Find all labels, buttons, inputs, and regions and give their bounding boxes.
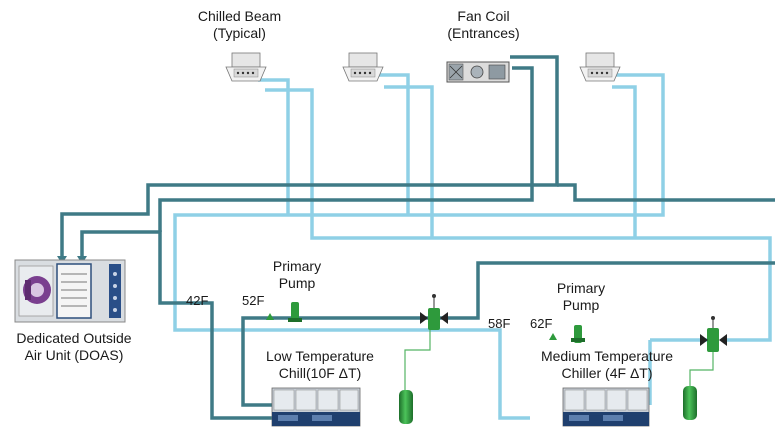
low-temperature-pipes <box>60 55 775 420</box>
primary-pump-medium-label-line2: Pump <box>562 297 600 313</box>
expansion-tank-medium <box>683 386 697 420</box>
primary-pump-low-label-line1: Primary <box>272 258 322 274</box>
low-temp-chiller-label-line2: Chill(10F ΔT) <box>278 365 362 381</box>
expansion-tank-lines <box>404 330 714 392</box>
primary-pump-low-label: Primary Pump <box>262 258 332 292</box>
med-temp-chiller-label: Medium Temperature Chiller (4F ΔT) <box>532 348 682 382</box>
secondary-pump-low <box>420 294 448 330</box>
medium-temperature-chiller <box>562 387 650 427</box>
primary-pump-medium-label-line1: Primary <box>556 280 606 296</box>
low-temperature-chiller <box>271 387 361 427</box>
low-return-temperature: 52F <box>242 293 265 308</box>
med-supply-temperature: 58F <box>488 316 511 331</box>
fan-coil-label-line1: Fan Coil <box>457 8 510 24</box>
primary-pump-low <box>266 302 302 322</box>
chilled-beam-3 <box>579 52 621 82</box>
primary-pump-medium-label: Primary Pump <box>546 280 616 314</box>
med-temp-chiller-label-line2: Chiller (4F ΔT) <box>561 365 653 381</box>
expansion-tank-low <box>399 390 413 424</box>
chilled-beam-label-line1: Chilled Beam <box>197 8 282 24</box>
doas-label-line2: Air Unit (DOAS) <box>24 347 124 363</box>
chilled-beam-label-line2: (Typical) <box>213 25 266 41</box>
low-supply-temperature: 42F <box>186 293 209 308</box>
fan-coil-label: Fan Coil (Entrances) <box>436 8 531 42</box>
fan-coil-unit <box>446 61 510 83</box>
chilled-beam-label: Chilled Beam (Typical) <box>192 8 287 42</box>
doas-label: Dedicated Outside Air Unit (DOAS) <box>4 330 144 364</box>
primary-pump-low-label-line2: Pump <box>278 275 316 291</box>
doas-unit <box>14 259 126 323</box>
chilled-beam-1 <box>225 52 267 82</box>
fan-coil-label-line2: (Entrances) <box>447 25 520 41</box>
med-temp-chiller-label-line1: Medium Temperature <box>540 348 674 364</box>
doas-label-line1: Dedicated Outside <box>16 330 132 346</box>
low-temp-chiller-label: Low Temperature Chill(10F ΔT) <box>250 348 390 382</box>
primary-pump-medium <box>549 325 585 343</box>
chilled-beam-2 <box>342 52 384 82</box>
low-temp-chiller-label-line1: Low Temperature <box>266 348 374 364</box>
medium-temperature-pipes <box>173 73 772 420</box>
secondary-pump-medium <box>700 316 727 352</box>
med-return-temperature: 62F <box>530 316 553 331</box>
